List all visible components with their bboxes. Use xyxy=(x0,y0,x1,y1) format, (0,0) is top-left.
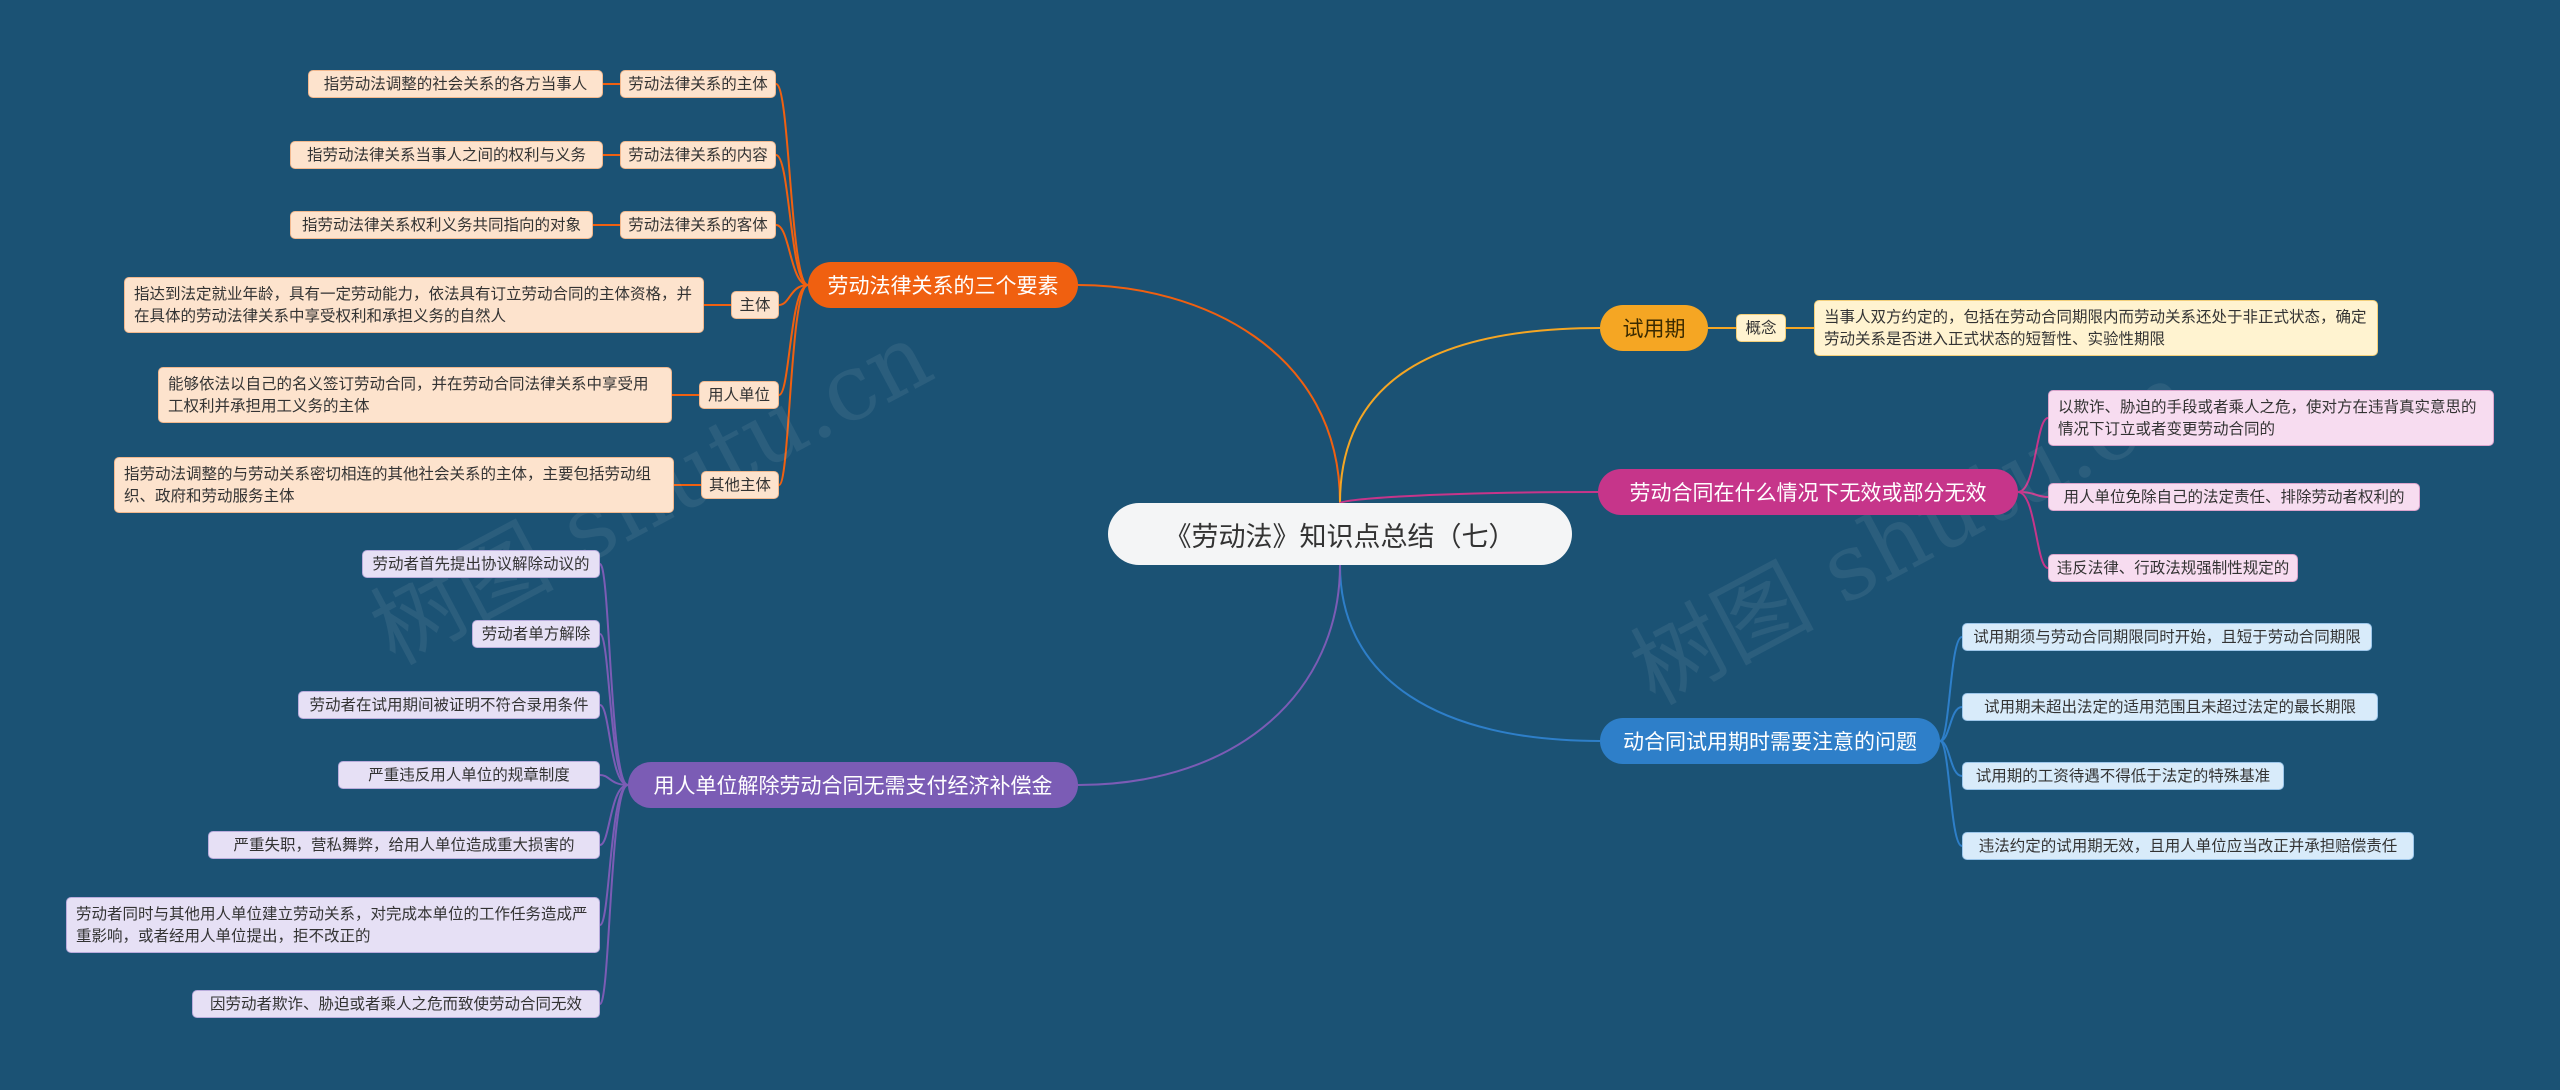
links-blue xyxy=(1939,636,1963,847)
purple-item-5[interactable]: 严重失职，营私舞弊，给用人单位造成重大损害的 xyxy=(208,831,600,859)
branch-probation-issues[interactable]: 动合同试用期时需要注意的问题 xyxy=(1600,718,1940,764)
detail-subject[interactable]: 指达到法定就业年龄，具有一定劳动能力，依法具有订立劳动合同的主体资格，并在具体的… xyxy=(124,277,704,333)
sub-concept[interactable]: 概念 xyxy=(1736,314,1786,342)
detail-legal-content[interactable]: 指劳动法律关系当事人之间的权利与义务 xyxy=(290,141,603,169)
purple-item-4[interactable]: 严重违反用人单位的规章制度 xyxy=(338,761,600,789)
detail-legal-subject[interactable]: 指劳动法调整的社会关系的各方当事人 xyxy=(308,70,603,98)
magenta-item-2[interactable]: 用人单位免除自己的法定责任、排除劳动者权利的 xyxy=(2048,483,2420,511)
sub-legal-subject[interactable]: 劳动法律关系的主体 xyxy=(620,70,776,98)
branch-probation[interactable]: 试用期 xyxy=(1600,305,1708,351)
sub-legal-object[interactable]: 劳动法律关系的客体 xyxy=(620,211,776,239)
link-root-orange xyxy=(1077,284,1341,504)
purple-item-7[interactable]: 因劳动者欺诈、胁迫或者乘人之危而致使劳动合同无效 xyxy=(192,990,600,1018)
sub-employer[interactable]: 用人单位 xyxy=(699,381,779,409)
links-purple xyxy=(599,563,629,1005)
link-root-yellow xyxy=(1339,327,1601,504)
detail-legal-object[interactable]: 指劳动法律关系权利义务共同指向的对象 xyxy=(290,211,593,239)
links-magenta xyxy=(2017,417,2049,569)
link-root-magenta xyxy=(1339,491,1599,504)
magenta-item-3[interactable]: 违反法律、行政法规强制性规定的 xyxy=(2048,554,2298,582)
purple-item-6[interactable]: 劳动者同时与其他用人单位建立劳动关系，对完成本单位的工作任务造成严重影响，或者经… xyxy=(66,897,600,953)
purple-item-3[interactable]: 劳动者在试用期间被证明不符合录用条件 xyxy=(298,691,600,719)
branch-legal-relation-elements[interactable]: 劳动法律关系的三个要素 xyxy=(808,262,1078,308)
link-root-purple xyxy=(1077,564,1341,786)
root-topic[interactable]: 《劳动法》知识点总结（七） xyxy=(1108,503,1572,565)
detail-other-subject[interactable]: 指劳动法调整的与劳动关系密切相连的其他社会关系的主体，主要包括劳动组织、政府和劳… xyxy=(114,457,674,513)
blue-item-2[interactable]: 试用期未超出法定的适用范围且未超过法定的最长期限 xyxy=(1962,693,2378,721)
sub-subject[interactable]: 主体 xyxy=(731,291,779,319)
purple-item-1[interactable]: 劳动者首先提出协议解除动议的 xyxy=(362,550,600,578)
purple-item-2[interactable]: 劳动者单方解除 xyxy=(472,620,600,648)
detail-employer[interactable]: 能够依法以自己的名义签订劳动合同，并在劳动合同法律关系中享受用工权利并承担用工义… xyxy=(158,367,672,423)
sub-legal-content[interactable]: 劳动法律关系的内容 xyxy=(620,141,776,169)
branch-contract-invalidity[interactable]: 劳动合同在什么情况下无效或部分无效 xyxy=(1598,469,2018,515)
sub-other-subject[interactable]: 其他主体 xyxy=(701,471,779,499)
blue-item-3[interactable]: 试用期的工资待遇不得低于法定的特殊基准 xyxy=(1962,762,2284,790)
blue-item-4[interactable]: 违法约定的试用期无效，且用人单位应当改正并承担赔偿责任 xyxy=(1962,832,2414,860)
magenta-item-1[interactable]: 以欺诈、胁迫的手段或者乘人之危，使对方在违背真实意思的情况下订立或者变更劳动合同… xyxy=(2048,390,2494,446)
branch-termination-no-compensation[interactable]: 用人单位解除劳动合同无需支付经济补偿金 xyxy=(628,762,1078,808)
detail-concept[interactable]: 当事人双方约定的，包括在劳动合同期限内而劳动关系还处于非正式状态，确定劳动关系是… xyxy=(1814,300,2378,356)
link-root-blue xyxy=(1339,564,1601,742)
blue-item-1[interactable]: 试用期须与劳动合同期限同时开始，且短于劳动合同期限 xyxy=(1962,623,2372,651)
links-orange xyxy=(593,83,809,486)
